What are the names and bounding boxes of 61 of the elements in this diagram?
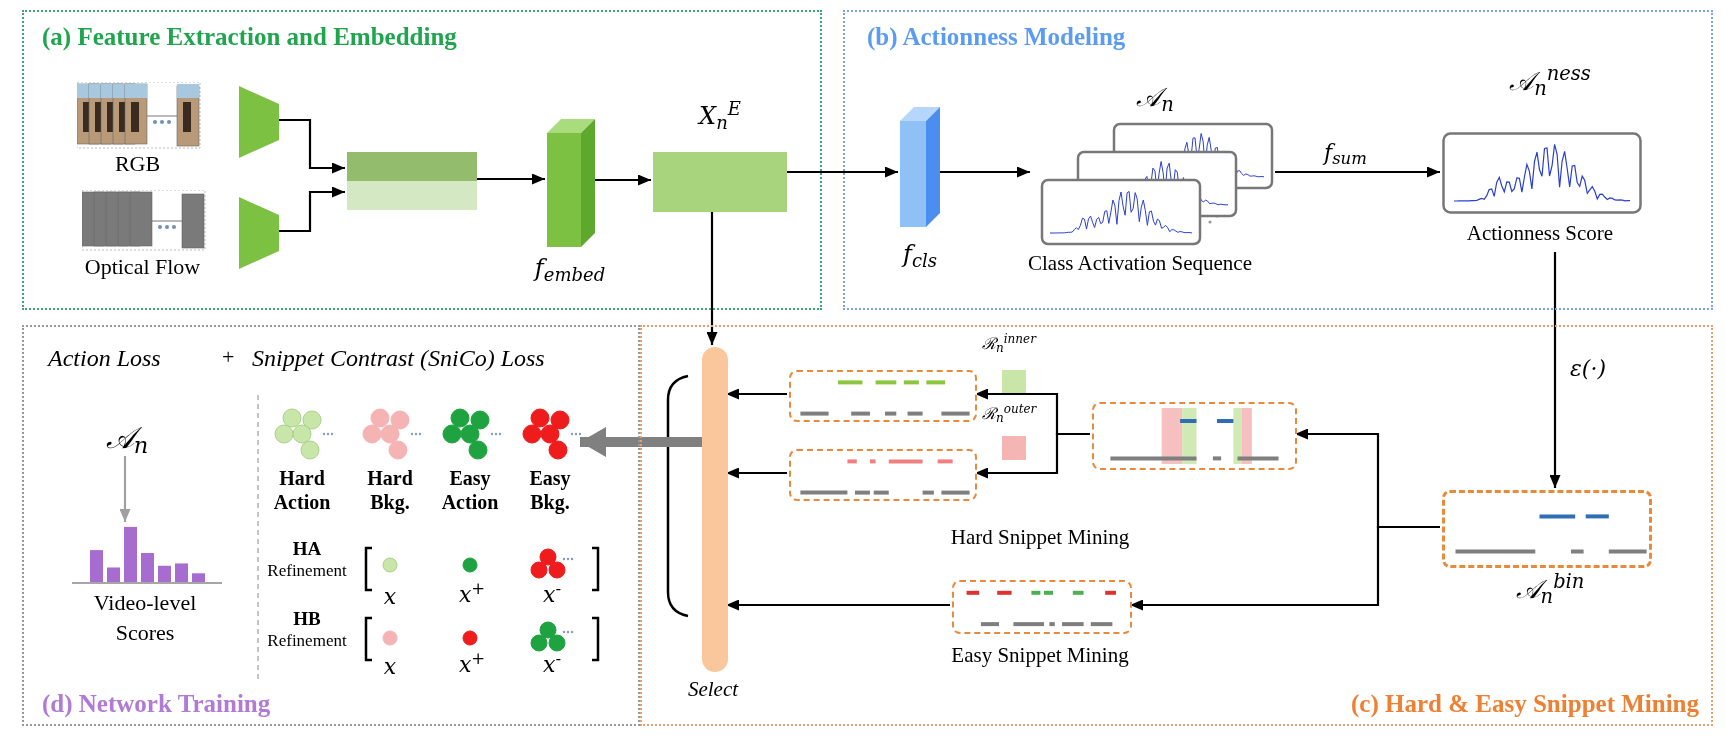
math-label: x — [382, 583, 398, 611]
flow-frames-drawing — [82, 190, 207, 252]
video-frames-drawing — [77, 82, 202, 150]
input-label: RGB — [113, 150, 162, 178]
group-caption: Hard Snippet Mining — [949, 524, 1131, 551]
layer-block — [547, 119, 595, 247]
group-caption: Easy Snippet Mining — [950, 642, 1130, 669]
panel-title: (a) Feature Extraction and Embedding — [42, 22, 457, 53]
panel-frame — [22, 325, 640, 726]
row-label: HA — [291, 537, 323, 561]
plus-sign: + — [222, 343, 236, 371]
selection-bar — [702, 347, 728, 672]
loss-label: Snippet Contrast (SniCo) Loss — [252, 344, 546, 373]
chart-caption: Video-level Scores — [92, 589, 198, 647]
cluster-label: Hard Action — [272, 466, 332, 514]
feature-block — [347, 152, 477, 210]
arrow — [580, 427, 702, 457]
plot-caption: Class Activation Sequence — [1027, 250, 1253, 277]
math-label: x$^{+}$ — [457, 578, 487, 609]
plot-caption: Actionness Score — [1465, 220, 1615, 247]
math-label: 𝒜$_{n}$ — [97, 414, 157, 460]
row-label: Refinement — [266, 630, 348, 652]
arrow — [1549, 252, 1561, 488]
arrow — [975, 432, 1090, 479]
arrow — [119, 456, 131, 522]
panel-title: (c) Hard & Easy Snippet Mining — [1351, 689, 1699, 720]
math-label: x — [382, 653, 398, 681]
score-plot-drawing — [1442, 132, 1642, 214]
arrow — [706, 210, 718, 345]
panel-title: (d) Network Training — [42, 689, 271, 720]
cluster-label: Easy Bkg. — [528, 466, 572, 514]
encoder-trapezoid — [239, 86, 279, 158]
row-label: HB — [292, 607, 322, 631]
arrow — [1130, 525, 1440, 611]
snippet-box — [952, 580, 1132, 634]
function-label: f$_{cls}$ — [900, 239, 938, 272]
snippet-box — [1092, 402, 1297, 470]
arrow — [938, 166, 1030, 178]
math-label: 𝒜$_{n}$ — [1135, 81, 1175, 117]
math-label: x$^{-}$ — [542, 578, 562, 609]
arrow — [593, 174, 651, 186]
panel-title: (b) Actionness Modeling — [867, 22, 1126, 53]
binary-sequence-box — [1442, 490, 1652, 568]
panel-frame — [640, 325, 1713, 726]
snippet-box — [789, 370, 977, 422]
input-label: Optical Flow — [83, 253, 202, 281]
layer-block — [900, 107, 940, 227]
math-label: x$^{-}$ — [542, 648, 562, 679]
math-label: x$^{+}$ — [457, 648, 487, 679]
function-label: f$_{embed}$ — [532, 253, 607, 286]
snippet-box — [789, 449, 977, 501]
cluster-label: Easy Action — [440, 466, 500, 514]
arrow — [1275, 166, 1440, 178]
row-label: Refinement — [266, 560, 348, 582]
cluster-label: Hard Bkg. — [366, 466, 414, 514]
panel-frame — [843, 10, 1713, 310]
panel-frame — [22, 10, 822, 310]
feature-block — [653, 152, 787, 212]
bar-label: Select — [686, 676, 740, 703]
encoder-trapezoid — [239, 197, 279, 269]
loss-label: Action Loss — [48, 344, 162, 373]
